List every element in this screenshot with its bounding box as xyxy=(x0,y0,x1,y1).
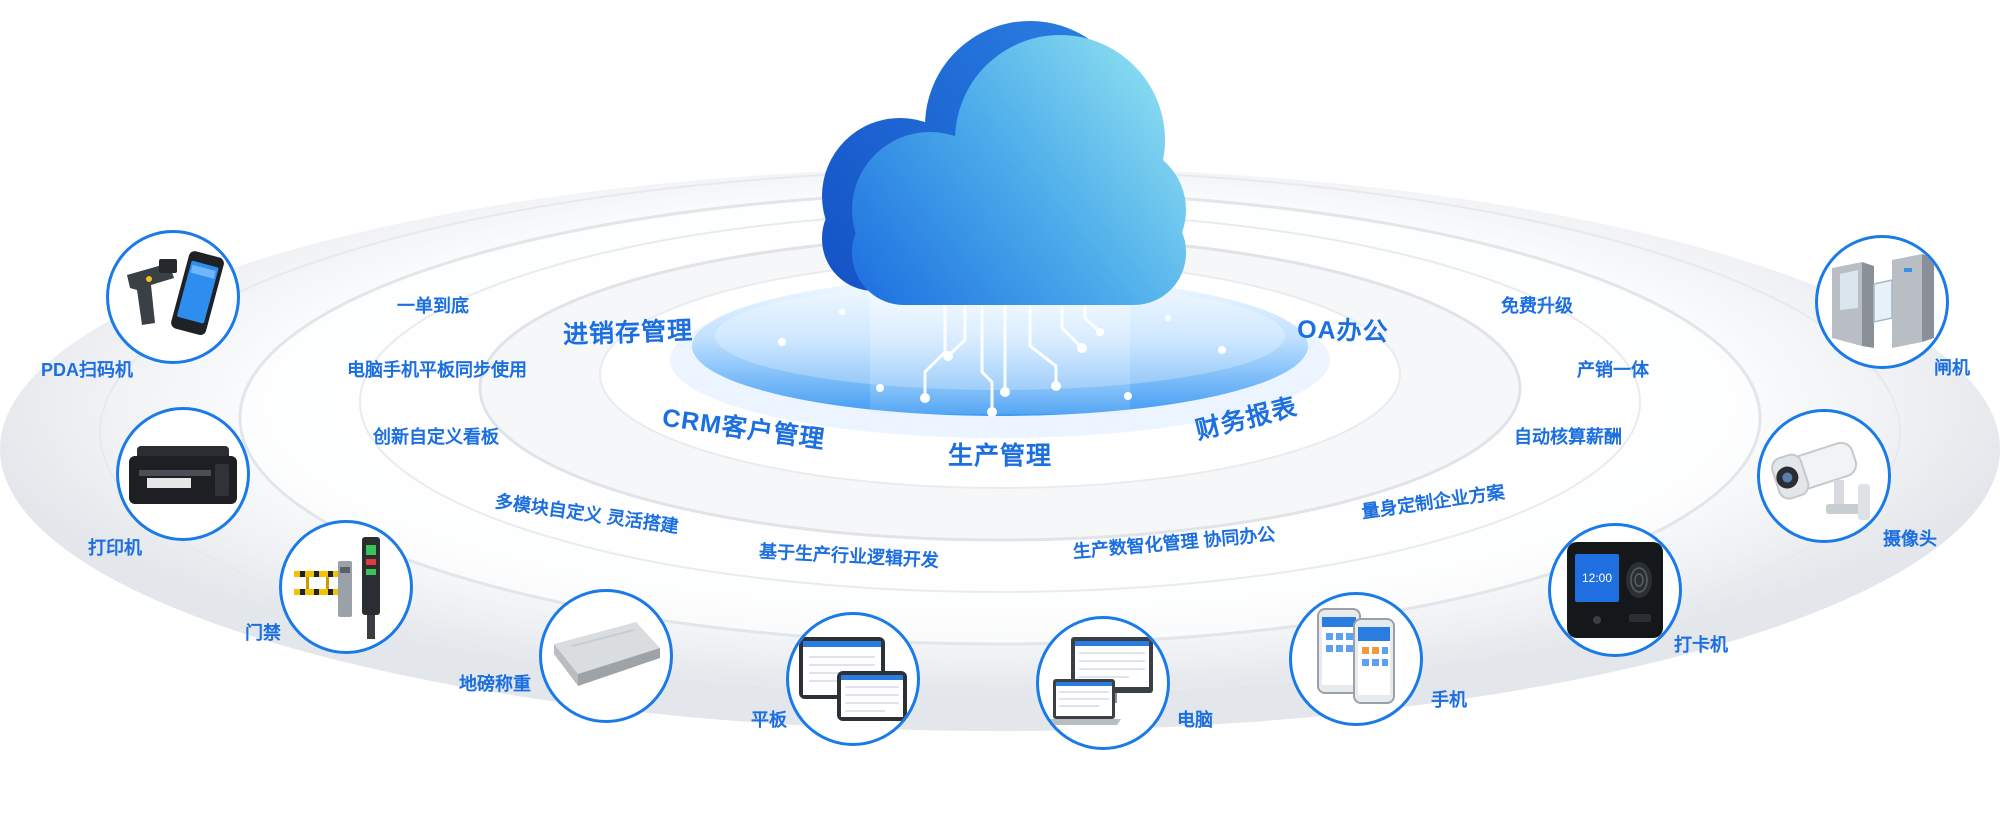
device-label: 摄像头 xyxy=(1883,529,1937,549)
device-label: 平板 xyxy=(751,710,787,730)
computer-icon xyxy=(1047,637,1153,725)
device-computer xyxy=(1036,616,1170,750)
time-clock-icon: 12:00 xyxy=(1567,542,1663,638)
device-turnstile xyxy=(1815,235,1949,369)
pda-scanner-icon xyxy=(127,251,224,336)
device-label: 手机 xyxy=(1431,690,1467,710)
device-label: 电脑 xyxy=(1177,710,1213,730)
device-label: 打卡机 xyxy=(1674,635,1728,655)
device-time-clock: 12:00 xyxy=(1548,523,1682,657)
device-tablet xyxy=(786,612,920,746)
phone-icon xyxy=(1317,608,1395,704)
feature-label: 免费升级 xyxy=(1501,296,1573,316)
clock-screen-time: 12:00 xyxy=(1582,571,1612,585)
feature-label: 自动核算薪酬 xyxy=(1514,427,1622,447)
device-phone xyxy=(1289,592,1423,726)
device-label: 地磅称重 xyxy=(459,674,531,694)
feature-label: 产销一体 xyxy=(1577,360,1649,380)
tablet-icon xyxy=(799,637,907,721)
module-oa: OA办公 xyxy=(1296,315,1390,347)
device-label: 门禁 xyxy=(245,623,281,643)
feature-label: 一单到底 xyxy=(397,296,469,316)
device-camera xyxy=(1757,409,1891,543)
feature-label: 电脑手机平板同步使用 xyxy=(347,360,527,380)
feature-label: 创新自定义看板 xyxy=(373,427,499,447)
turnstile-icon xyxy=(1832,254,1934,348)
access-gate-icon xyxy=(294,537,380,639)
device-label: PDA扫码机 xyxy=(40,360,134,380)
module-inventory: 进销存管理 xyxy=(562,316,694,350)
circuit-lines xyxy=(923,298,1102,414)
device-label: 闸机 xyxy=(1934,358,1970,378)
printer-icon xyxy=(129,446,237,504)
cloud-icon xyxy=(852,35,1186,305)
device-access-gate xyxy=(279,520,413,654)
weighbridge-icon xyxy=(554,622,660,686)
module-production: 生产管理 xyxy=(947,442,1053,470)
device-label: 打印机 xyxy=(88,538,142,558)
circuit-nodes xyxy=(920,328,1104,417)
device-printer xyxy=(116,407,250,541)
device-weighbridge xyxy=(539,589,673,723)
device-pda-scanner xyxy=(106,230,240,364)
camera-icon xyxy=(1771,441,1870,520)
